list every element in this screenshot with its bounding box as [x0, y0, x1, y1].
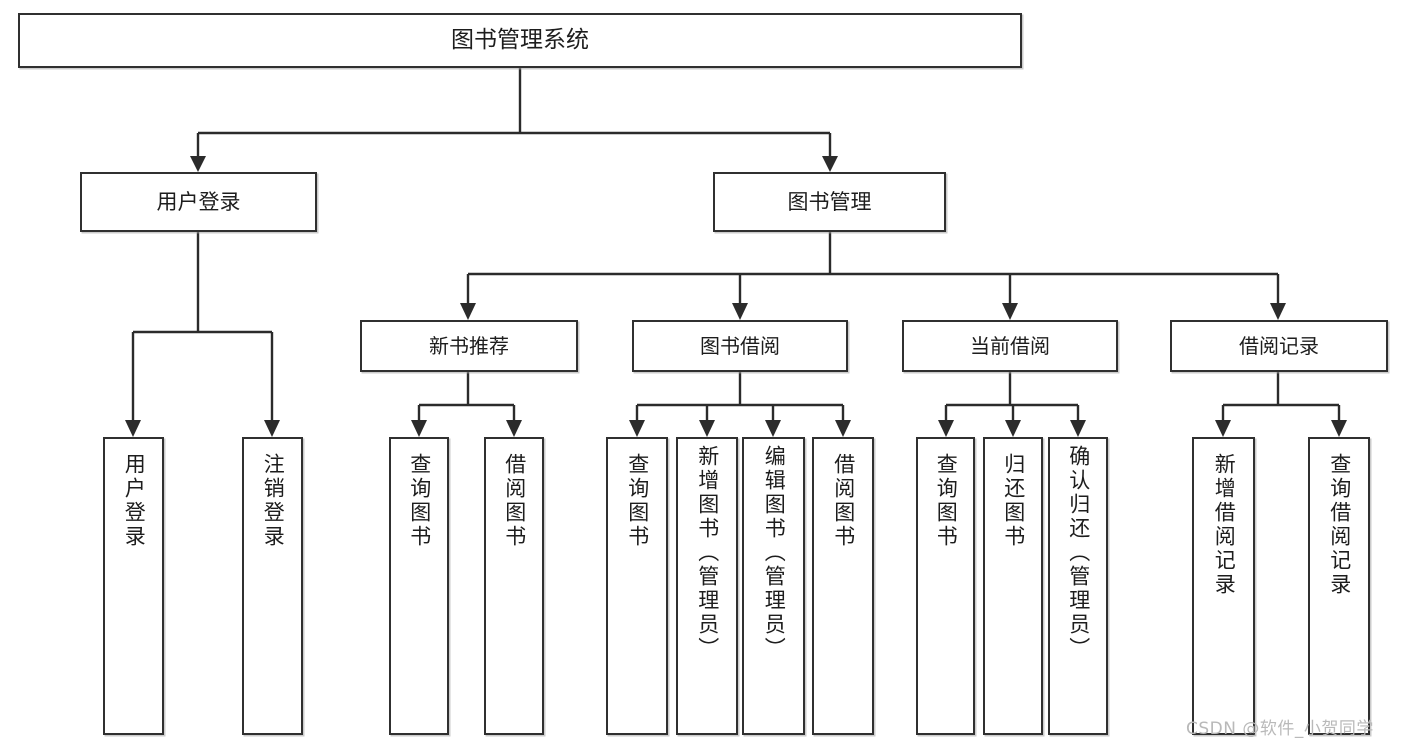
arrowhead-cb-confirm [1070, 420, 1086, 437]
arrowhead-br-query [1331, 420, 1347, 437]
leaf-new-book-query[interactable]: 查询图书 [389, 437, 449, 735]
arrowhead-book-borrow [732, 303, 748, 320]
node-label: 注销登录 [261, 453, 286, 549]
arrowhead-nb-borrow [506, 420, 522, 437]
leaf-borrow-book[interactable]: 借阅图书 [812, 437, 874, 735]
node-label: 图书借阅 [700, 334, 780, 358]
node-user-login[interactable]: 用户登录 [80, 172, 317, 232]
arrowhead-leaf-logout [264, 420, 280, 437]
arrowhead-bb-add [699, 420, 715, 437]
arrowhead-user-login [190, 156, 206, 172]
node-label: 新书推荐 [429, 334, 509, 358]
arrowhead-br-add [1215, 420, 1231, 437]
leaf-edit-book-admin[interactable]: 编辑图书（管理员） [742, 437, 805, 735]
arrowhead-cb-query [938, 420, 954, 437]
node-current-borrow[interactable]: 当前借阅 [902, 320, 1118, 372]
leaf-add-book-admin[interactable]: 新增图书（管理员） [676, 437, 738, 735]
node-label: 查询图书 [934, 453, 959, 549]
node-new-book-recommend[interactable]: 新书推荐 [360, 320, 578, 372]
node-book-borrow[interactable]: 图书借阅 [632, 320, 848, 372]
node-label: 用户登录 [122, 453, 147, 549]
node-label: 图书管理 [787, 189, 872, 214]
leaf-return-book[interactable]: 归还图书 [983, 437, 1043, 735]
node-label: 查询图书 [407, 453, 432, 549]
node-label: 图书管理系统 [451, 27, 589, 53]
node-label: 查询图书 [625, 453, 650, 549]
leaf-current-query-book[interactable]: 查询图书 [916, 437, 975, 735]
leaf-logout[interactable]: 注销登录 [242, 437, 303, 735]
arrowhead-borrow-record [1270, 303, 1286, 320]
arrowhead-bb-lend [835, 420, 851, 437]
arrowhead-new-book [460, 303, 476, 320]
node-label: 用户登录 [156, 189, 241, 214]
node-label: 当前借阅 [970, 334, 1050, 358]
node-label: 借阅记录 [1239, 334, 1319, 358]
arrowhead-book-manage [822, 156, 838, 172]
leaf-new-book-borrow[interactable]: 借阅图书 [484, 437, 544, 735]
arrowhead-cb-return [1005, 420, 1021, 437]
node-label: 归还图书 [1001, 453, 1026, 549]
node-label: 借阅图书 [502, 453, 527, 549]
node-borrow-record[interactable]: 借阅记录 [1170, 320, 1388, 372]
node-label: 借阅图书 [831, 453, 856, 549]
leaf-query-borrow-record[interactable]: 查询借阅记录 [1308, 437, 1370, 735]
arrowhead-bb-edit [765, 420, 781, 437]
leaf-user-login[interactable]: 用户登录 [103, 437, 164, 735]
node-label: 新增借阅记录 [1212, 453, 1237, 597]
leaf-borrow-query-book[interactable]: 查询图书 [606, 437, 668, 735]
node-label: 新增图书（管理员） [695, 445, 720, 661]
node-book-management[interactable]: 图书管理 [713, 172, 946, 232]
node-root-book-management-system[interactable]: 图书管理系统 [18, 13, 1022, 68]
node-label: 编辑图书（管理员） [762, 445, 787, 661]
node-label: 查询借阅记录 [1327, 453, 1352, 597]
leaf-confirm-return-admin[interactable]: 确认归还（管理员） [1048, 437, 1108, 735]
node-label: 确认归还（管理员） [1066, 445, 1091, 661]
leaf-add-borrow-record[interactable]: 新增借阅记录 [1192, 437, 1255, 735]
arrowhead-bb-query [629, 420, 645, 437]
csdn-watermark: CSDN @软件_小贺同学 [1186, 719, 1374, 739]
arrowhead-current-borrow [1002, 303, 1018, 320]
arrowhead-leaf-user-login [125, 420, 141, 437]
arrowhead-nb-query [411, 420, 427, 437]
